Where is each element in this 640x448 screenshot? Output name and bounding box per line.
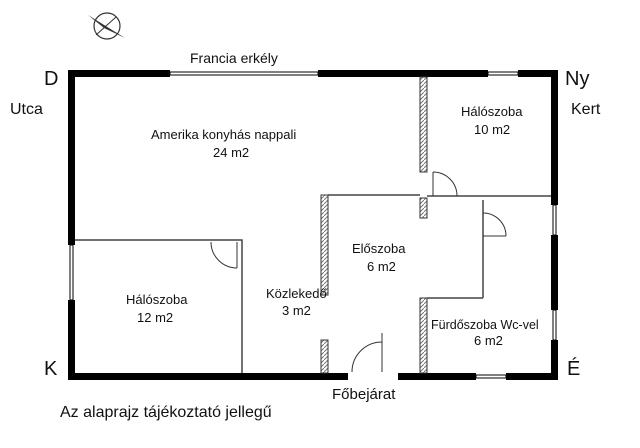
compass-label-se: É — [567, 358, 581, 380]
room-area: 12 m2 — [137, 310, 174, 325]
outer-wall — [68, 70, 558, 380]
room-name: Amerika konyhás nappali — [151, 127, 297, 142]
compass-label-nw: D — [44, 68, 59, 90]
partition-line — [75, 194, 551, 373]
interior-wall — [320, 76, 428, 374]
north-arrow-icon — [88, 12, 125, 40]
disclaimer-note: Az alaprajz tájékoztató jellegű — [60, 404, 272, 421]
room-name: Közlekedő — [266, 286, 327, 301]
garden-label: Kert — [571, 101, 601, 118]
compass-label-ne: Ny — [565, 68, 590, 90]
street-label: Utca — [10, 101, 43, 118]
balcony-label: Francia erkély — [190, 50, 278, 66]
door-arc — [210, 171, 507, 373]
room-name: Hálószoba — [461, 104, 523, 119]
room-name: Hálószoba — [126, 292, 188, 307]
room-area: 24 m2 — [213, 145, 250, 160]
room-area: 6 m2 — [474, 333, 503, 348]
entrance-label: Főbejárat — [332, 386, 396, 403]
room-area: 3 m2 — [282, 303, 311, 318]
room-area: 10 m2 — [474, 122, 511, 137]
window — [69, 71, 557, 379]
room-name: Fürdőszoba Wc-vel — [431, 318, 539, 332]
compass-label-sw: K — [44, 358, 58, 380]
room-name: Előszoba — [352, 241, 406, 256]
room-area: 6 m2 — [367, 259, 396, 274]
